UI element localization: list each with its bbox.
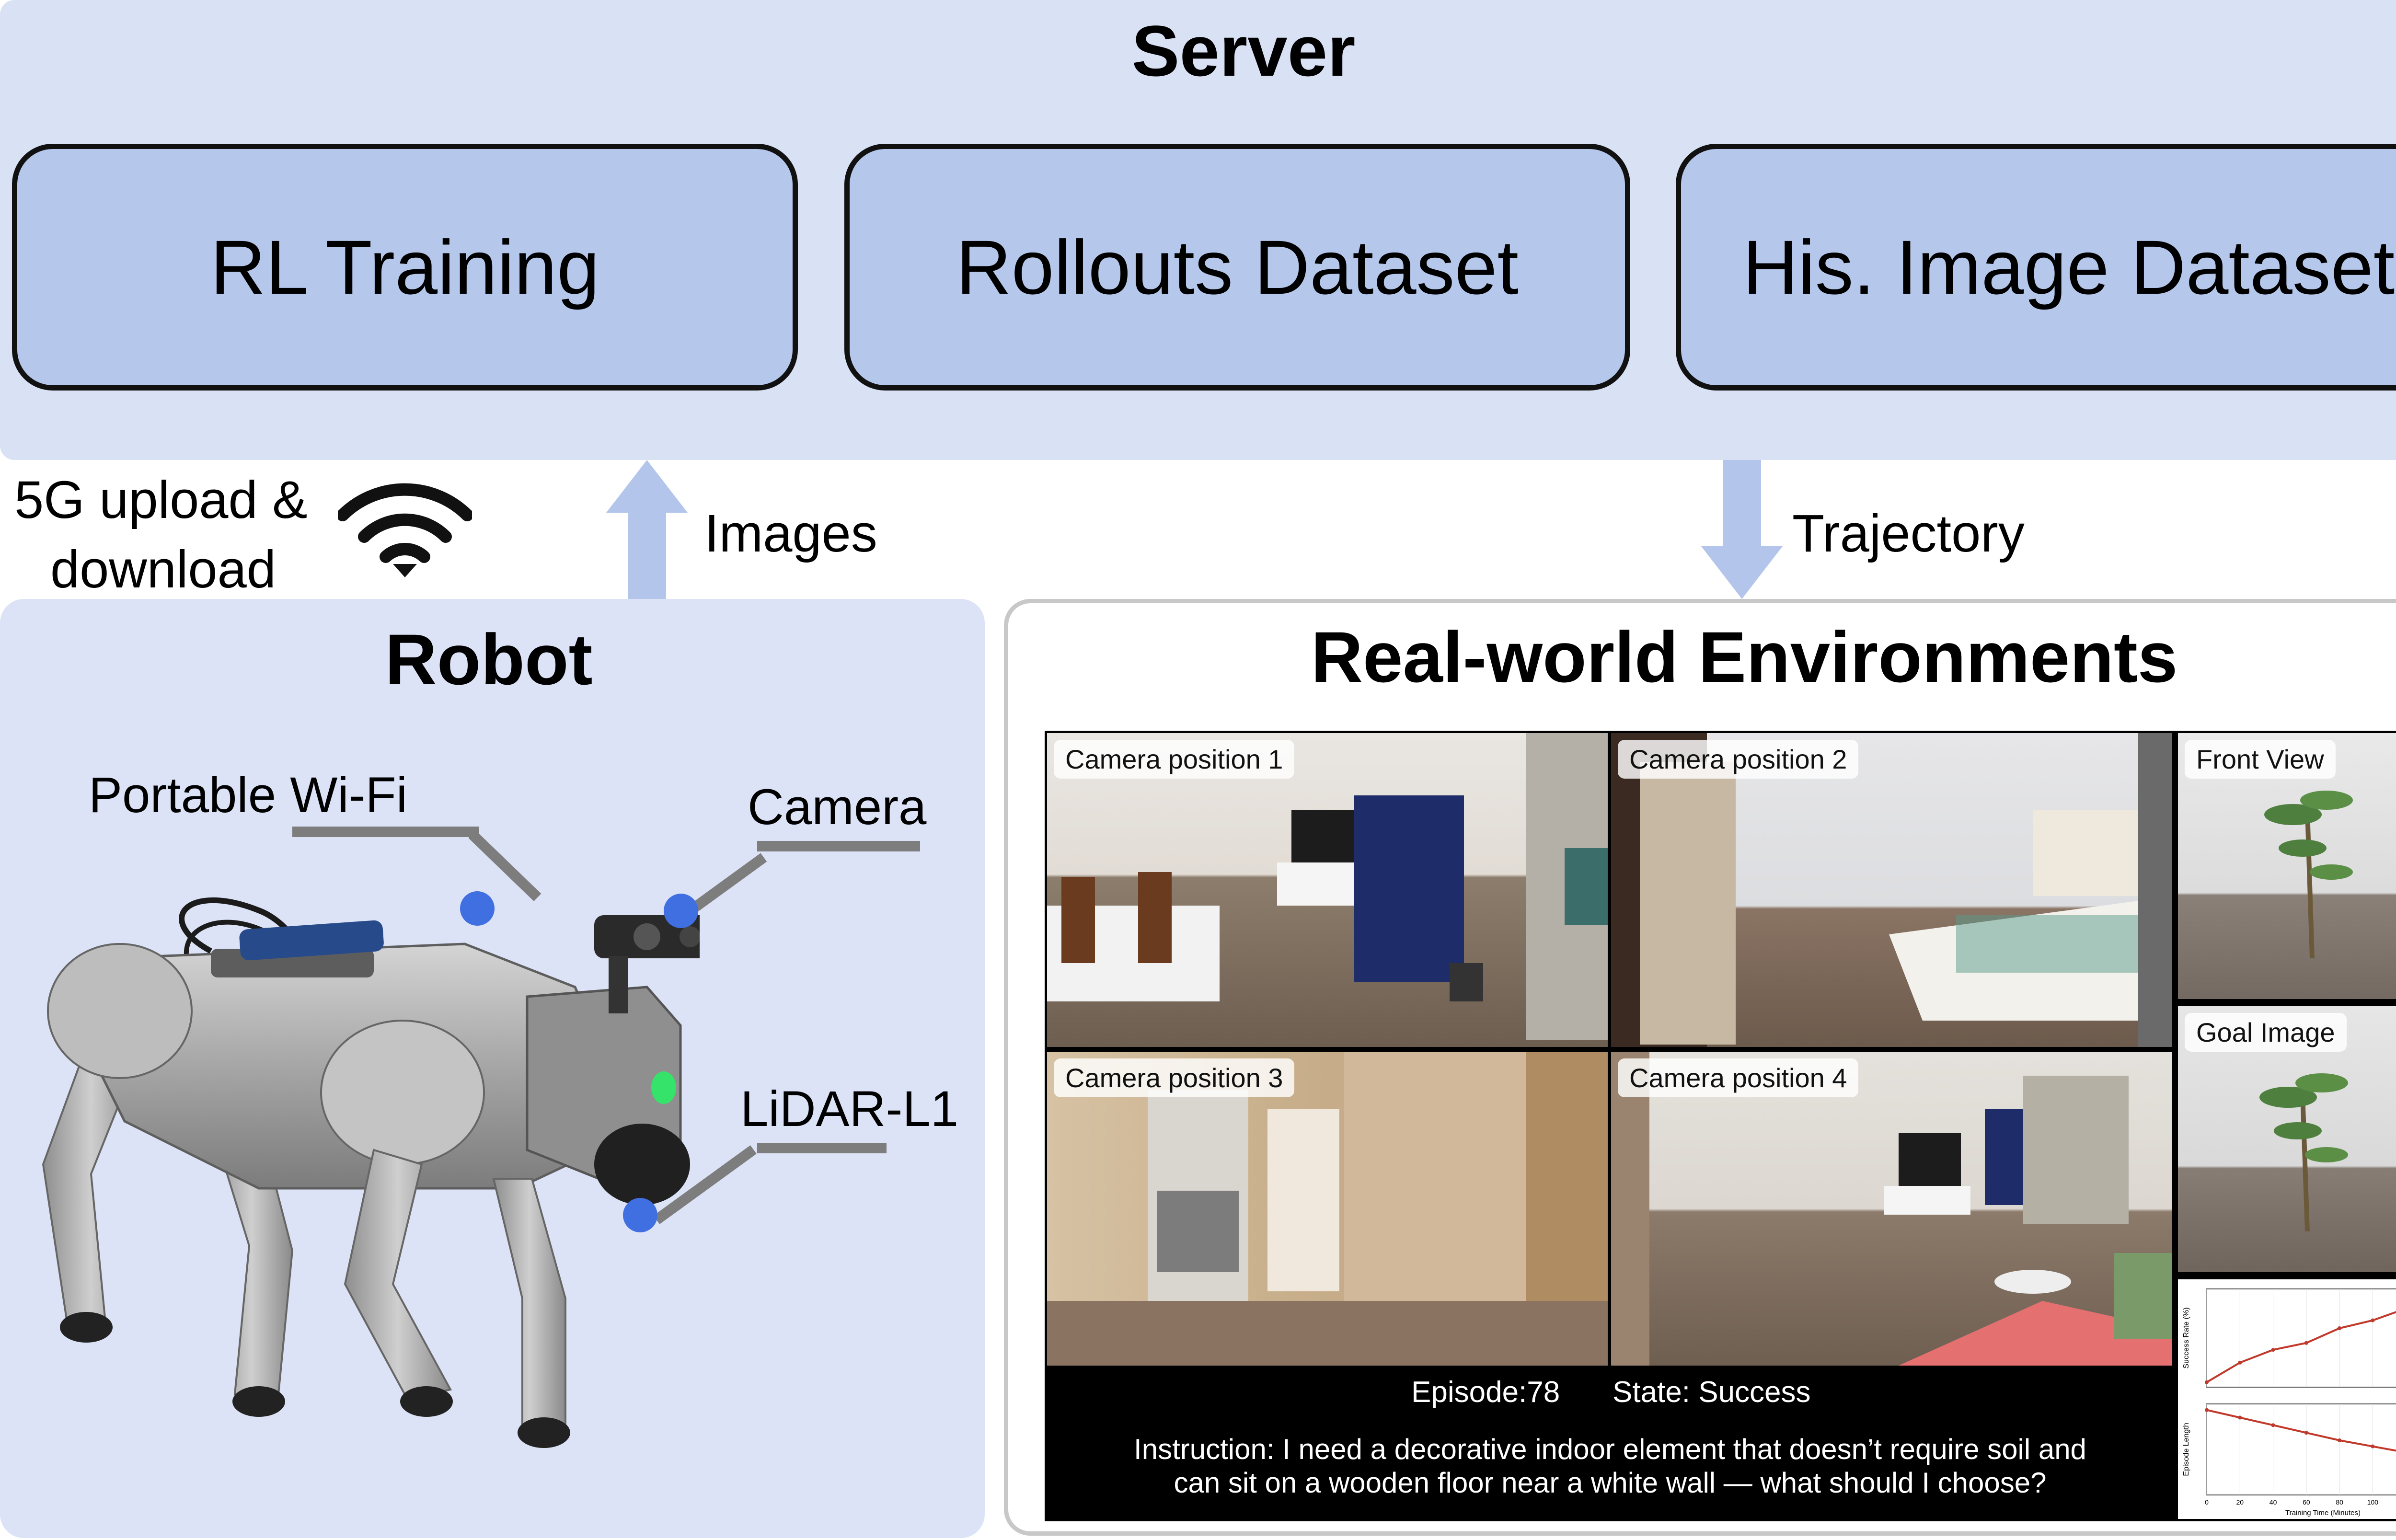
chart-point: [2304, 1341, 2308, 1345]
chart-point: [2371, 1444, 2375, 1448]
network-label-line2: download: [50, 540, 276, 599]
chart-point: [2271, 1348, 2275, 1352]
goal-image: Goal Image: [2178, 1006, 2396, 1272]
goal-image-label: Goal Image: [2185, 1013, 2347, 1052]
wifi-leader-line: [292, 827, 479, 837]
camera-4-scene: [1611, 1052, 2172, 1366]
chart-point: [2238, 1360, 2242, 1365]
camera-1-label: Camera position 1: [1054, 740, 1295, 779]
camera-callout-label: Camera: [748, 779, 927, 835]
camera-4-label: Camera position 4: [1618, 1058, 1859, 1097]
chart-frame-1: [2206, 1403, 2396, 1495]
chart-ylabel: Success Rate (%): [2182, 1307, 2190, 1368]
robot-dog-image: [42, 897, 700, 1448]
chart-xtick: 40: [2269, 1498, 2277, 1506]
network-label-line1: 5G upload &: [14, 471, 308, 529]
environments-title: Real-world Environments: [1311, 617, 2178, 697]
chart-point: [2371, 1318, 2375, 1322]
instruction-line-1: Instruction: I need a decorative indoor …: [1134, 1433, 2086, 1465]
chart-series-line-0: [2206, 1311, 2396, 1383]
lidar-leader-line: [757, 1143, 887, 1153]
camera-2-scene: [1611, 733, 2172, 1047]
camera-4-view: Camera position 4: [1611, 1052, 2172, 1366]
camera-2-view: Camera position 2: [1611, 733, 2172, 1047]
front-view-image: Front View: [2178, 733, 2396, 999]
chart-point: [2338, 1438, 2342, 1442]
wifi-callout-label: Portable Wi-Fi: [89, 767, 408, 823]
lidar-callout-label: LiDAR-L1: [740, 1081, 959, 1137]
image-dataset-box: His. Image Dataset: [1676, 144, 2396, 391]
goal-image-plant: [2259, 1073, 2348, 1232]
success-rate-chart: Success Rate (%): [2182, 1288, 2396, 1388]
camera-1-scene: [1047, 733, 1608, 1040]
chart-series-line-1: [2206, 1409, 2396, 1452]
wifi-icon: [338, 483, 472, 577]
chart-point: [2271, 1423, 2275, 1427]
chart-point: [2205, 1408, 2209, 1412]
chart-frame-0: [2206, 1288, 2396, 1388]
episode-state: State: Success: [1613, 1376, 1811, 1409]
camera-1-view: Camera position 1: [1047, 733, 1608, 1047]
camera-2-label: Camera position 2: [1618, 740, 1859, 779]
rl-training-box: RL Training: [12, 144, 798, 391]
chart-point: [2304, 1431, 2308, 1435]
training-curves-panel: Success Rate (%) Episode Length 0 20 40 60 80…: [2178, 1279, 2396, 1519]
server-title: Server: [1131, 11, 1356, 91]
chart-xtick: 80: [2336, 1498, 2343, 1506]
wifi-marker-dot: [460, 891, 495, 926]
chart-point: [2238, 1415, 2242, 1420]
chart-xtick: 100: [2367, 1498, 2379, 1506]
rollouts-dataset-box: Rollouts Dataset: [844, 144, 1630, 391]
chart-xlabel: Training Time (Minutes): [2285, 1509, 2361, 1517]
episode-info-bar: [1047, 1370, 2173, 1519]
front-view-label: Front View: [2185, 740, 2336, 779]
camera-marker-dot: [664, 894, 698, 928]
instruction-line-2: can sit on a wooden floor near a white w…: [1174, 1467, 2047, 1499]
chart-point: [2205, 1380, 2209, 1384]
camera-3-view: Camera position 3: [1047, 1052, 1608, 1366]
upload-arrow-icon: [606, 460, 688, 601]
chart-point: [2338, 1326, 2342, 1330]
episode-length-chart: Episode Length020406080100120140Training…: [2182, 1403, 2396, 1517]
lidar-marker-dot: [623, 1198, 657, 1232]
chart-xtick: 0: [2205, 1498, 2209, 1506]
images-label: Images: [704, 504, 877, 563]
camera-3-scene: [1047, 1052, 1608, 1366]
chart-ylabel: Episode Length: [2182, 1423, 2190, 1476]
download-arrow-icon: [1701, 460, 1783, 599]
front-view-plant: [2264, 791, 2353, 959]
camera-3-label: Camera position 3: [1054, 1058, 1295, 1097]
trajectory-label: Trajectory: [1792, 504, 2025, 563]
camera-leader-line: [757, 841, 920, 851]
robot-title: Robot: [385, 619, 593, 700]
episode-number: Episode:78: [1411, 1376, 1560, 1409]
training-curves-chart: Success Rate (%) Episode Length 0 20 40 60 80…: [2182, 1288, 2396, 1517]
chart-xtick: 60: [2303, 1498, 2310, 1506]
chart-xtick: 20: [2236, 1498, 2244, 1506]
